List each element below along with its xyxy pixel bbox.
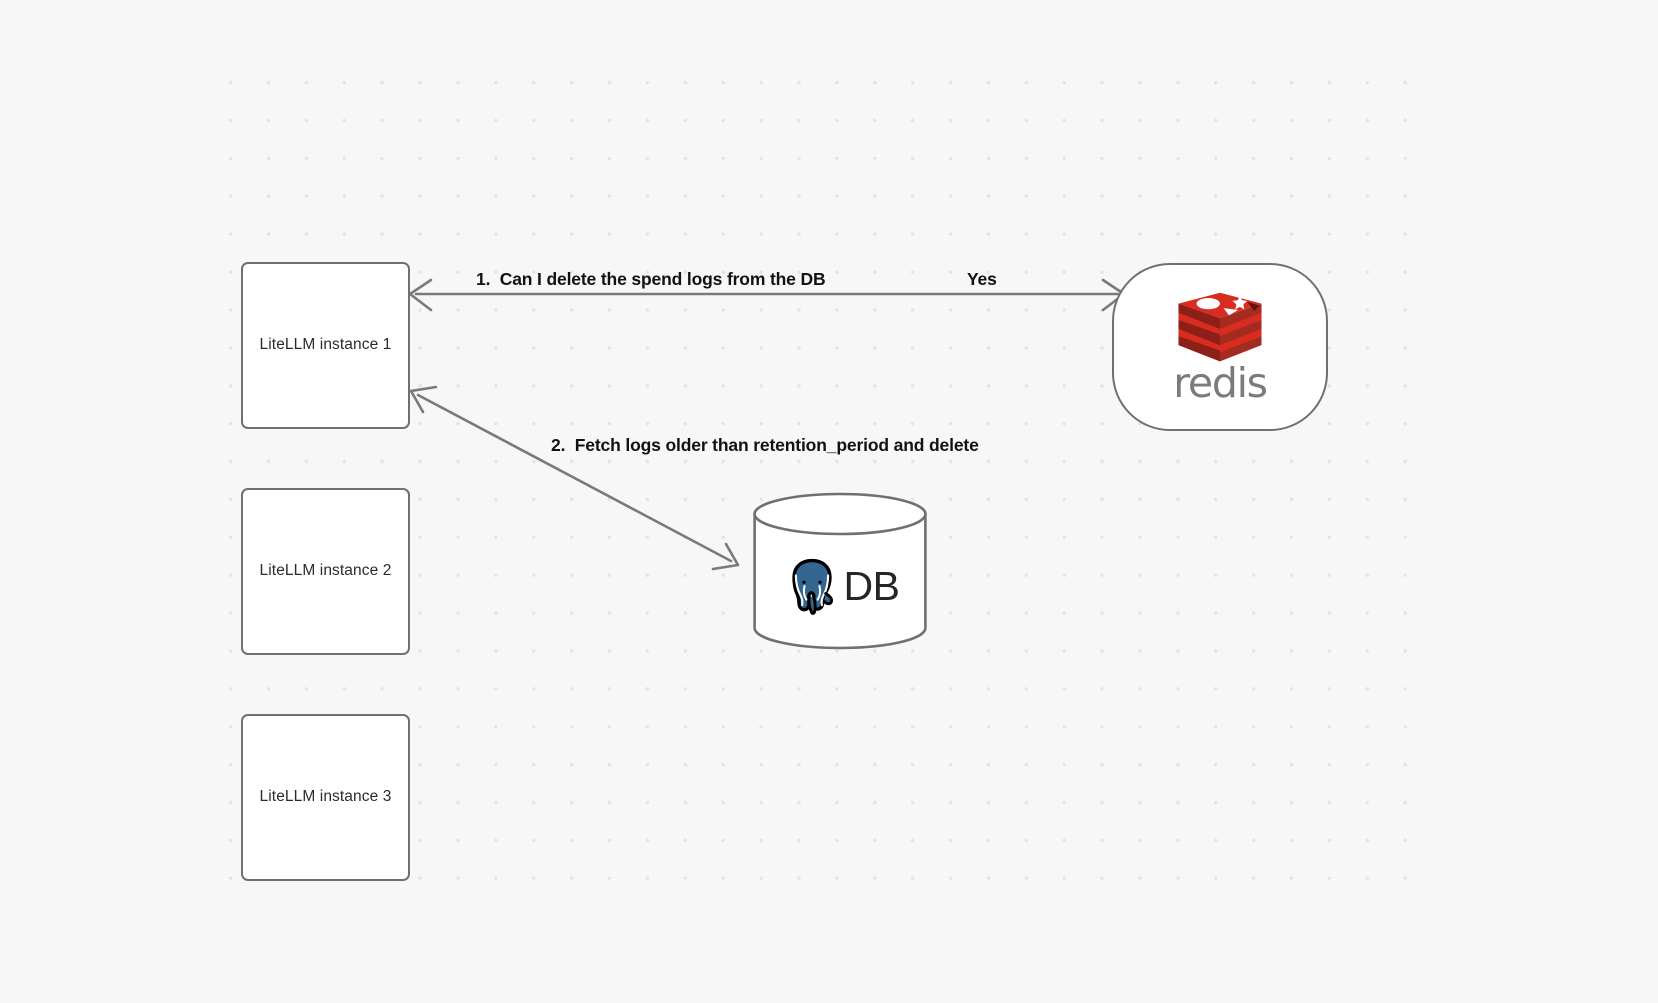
- node-litellm-instance-3-label: LiteLLM instance 3: [259, 788, 392, 806]
- node-litellm-instance-3[interactable]: LiteLLM instance 3: [241, 714, 410, 881]
- node-litellm-instance-2-label: LiteLLM instance 2: [259, 562, 392, 580]
- redis-logo-icon: [1178, 292, 1262, 361]
- arrowhead-upper-left: [409, 385, 438, 414]
- db-label: DB: [843, 562, 900, 609]
- node-redis[interactable]: redis: [1112, 263, 1328, 431]
- node-litellm-instance-2[interactable]: LiteLLM instance 2: [241, 488, 410, 655]
- cylinder-shape: [753, 492, 927, 650]
- edge-label-step-1-response: Yes: [967, 269, 997, 289]
- edge-label-step-1: 1. Can I delete the spend logs from the …: [476, 269, 826, 289]
- edge-litellm-db: [409, 385, 740, 571]
- arrowhead-left: [408, 278, 433, 312]
- edge-label-step-2: 2. Fetch logs older than retention_perio…: [551, 435, 979, 455]
- redis-wordmark: redis: [1173, 358, 1268, 407]
- node-postgres-db[interactable]: DB: [752, 492, 928, 650]
- node-litellm-instance-1[interactable]: LiteLLM instance 1: [241, 262, 410, 429]
- arrowhead-lower-right: [711, 542, 740, 571]
- postgresql-elephant-icon: [791, 558, 833, 615]
- db-content: DB: [752, 492, 928, 650]
- node-litellm-instance-1-label: LiteLLM instance 1: [259, 336, 392, 354]
